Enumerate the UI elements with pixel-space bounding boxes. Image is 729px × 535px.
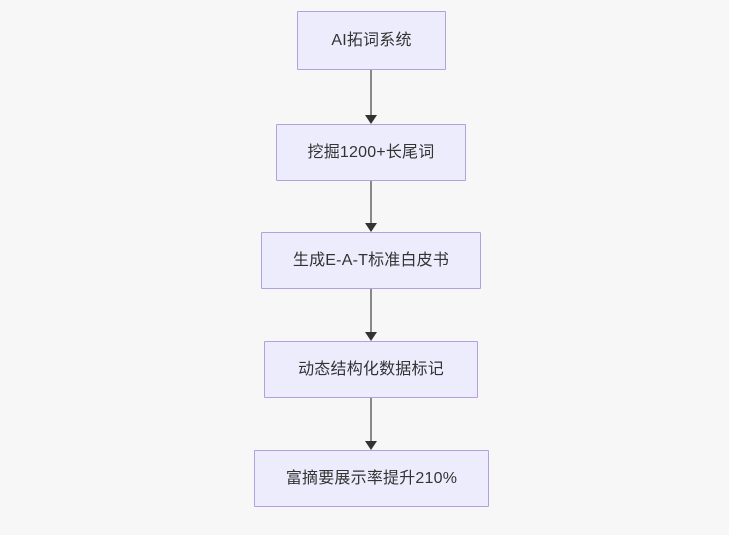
arrowhead-icon: [365, 441, 377, 450]
arrowhead-icon: [365, 115, 377, 124]
edge-line: [370, 70, 372, 116]
flow-node-2[interactable]: 挖掘1200+长尾词: [276, 124, 466, 181]
flow-node-label: 富摘要展示率提升210%: [285, 469, 458, 487]
flow-node-label: 动态结构化数据标记: [298, 360, 444, 378]
flow-node-3[interactable]: 生成E-A-T标准白皮书: [261, 232, 481, 289]
flow-node-label: 挖掘1200+长尾词: [307, 143, 435, 161]
flow-node-5[interactable]: 富摘要展示率提升210%: [254, 450, 489, 507]
flow-node-1[interactable]: AI拓词系统: [297, 11, 446, 70]
edge-line: [370, 181, 372, 224]
flow-edge-4: [360, 398, 382, 450]
arrowhead-icon: [365, 223, 377, 232]
flow-node-label: AI拓词系统: [331, 31, 412, 49]
flow-edge-1: [360, 70, 382, 124]
flow-edge-3: [360, 289, 382, 341]
edge-line: [370, 289, 372, 333]
edge-line: [370, 398, 372, 442]
arrowhead-icon: [365, 332, 377, 341]
flow-node-4[interactable]: 动态结构化数据标记: [264, 341, 478, 398]
flow-node-label: 生成E-A-T标准白皮书: [292, 251, 450, 269]
flow-edge-2: [360, 181, 382, 232]
